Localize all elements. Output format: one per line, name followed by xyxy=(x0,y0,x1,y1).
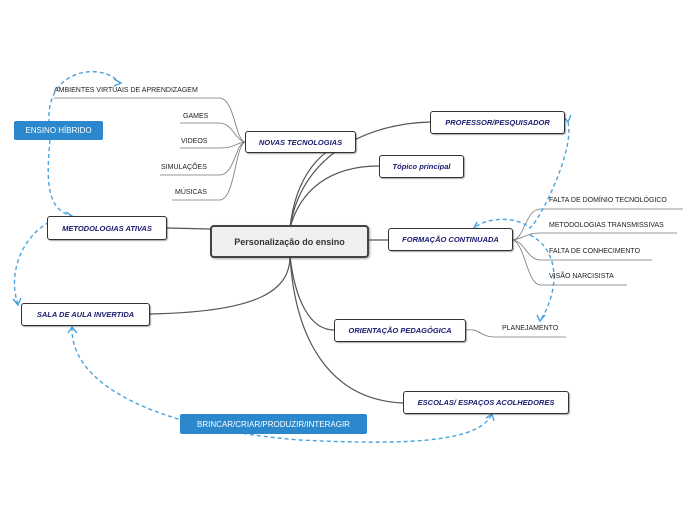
leaf-games[interactable]: GAMES xyxy=(183,113,209,120)
leaf-falta-dominio[interactable]: FALTA DE DOMÍNIO TECNOLÓGICO xyxy=(549,197,667,204)
topic-metodologias-ativas[interactable]: METODOLOGIAS ATIVAS xyxy=(47,216,167,240)
topic-topico-principal[interactable]: Tópico principal xyxy=(379,155,464,178)
leaf-planejamento[interactable]: PLANEJAMENTO xyxy=(502,325,559,332)
central-topic[interactable]: Personalização do ensino xyxy=(210,225,369,258)
topic-orientacao-pedagogica[interactable]: ORIENTAÇÃO PEDAGÓGICA xyxy=(334,319,466,342)
topic-escolas-espacos[interactable]: ESCOLAS/ ESPAÇOS ACOLHEDORES xyxy=(403,391,569,414)
leaf-metodologias-transmissivas[interactable]: METODOLOGIAS TRANSMISSIVAS xyxy=(549,222,664,229)
topic-novas-tecnologias[interactable]: NOVAS TECNOLOGIAS xyxy=(245,131,356,153)
topic-sala-de-aula-invertida[interactable]: SALA DE AULA INVERTIDA xyxy=(21,303,150,326)
leaf-falta-conhecimento[interactable]: FALTA DE CONHECIMENTO xyxy=(549,248,641,255)
leaf-videos[interactable]: VIDEOS xyxy=(181,138,208,145)
leaf-visao-narcisista[interactable]: VISÃO NARCISISTA xyxy=(549,273,614,280)
leaf-musicas[interactable]: MÚSICAS xyxy=(175,189,207,196)
topic-formacao-continuada[interactable]: FORMAÇÃO CONTINUADA xyxy=(388,228,513,251)
callout-brincar-criar[interactable]: BRINCAR/CRIAR/PRODUZIR/INTERAGIR xyxy=(180,414,367,434)
callout-ensino-hibrido[interactable]: ENSINO HÍBRIDO xyxy=(14,121,103,140)
leaf-ambientes-virtuais[interactable]: AMBIENTES VIRTUAIS DE APRENDIZAGEM xyxy=(54,87,198,94)
leaf-simulacoes[interactable]: SIMULAÇÕES xyxy=(161,164,207,171)
topic-professor-pesquisador[interactable]: PROFESSOR/PESQUISADOR xyxy=(430,111,565,134)
